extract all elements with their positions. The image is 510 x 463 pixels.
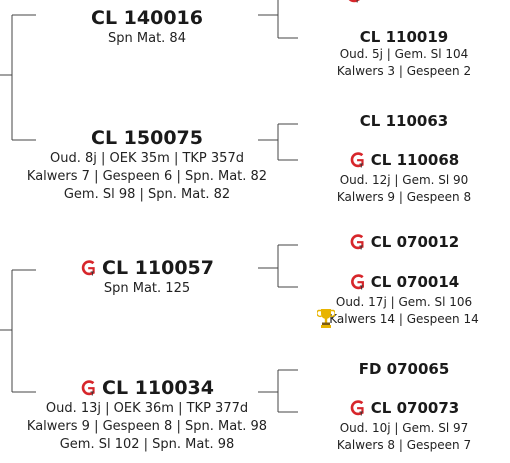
svg-text:T: T [91,392,95,396]
pedigree-node-l2-4[interactable]: T CL 070014 Oud. 17j | Gem. Sl 106 Kalwe… [329,273,479,328]
pedigree-node-l2-6[interactable]: T CL 070073 Oud. 10j | Gem. Sl 97 Kalwer… [337,399,471,454]
pedigree-node-l2-2[interactable]: T CL 110068 Oud. 12j | Gem. Sl 90 Kalwer… [337,151,471,206]
node-detail: Gem. Sl 98 | Spn. Mat. 82 [63,186,231,202]
node-detail: Oud. 12j | Gem. Sl 90 [339,173,469,187]
pedigree-node-l2-0[interactable]: CL 110019 Oud. 5j | Gem. Sl 104 Kalwers … [337,27,471,80]
node-id: CL 150075 [91,127,203,149]
node-detail: Oud. 8j | OEK 35m | TKP 357d [50,150,244,166]
node-detail: Oud. 5j | Gem. Sl 104 [339,47,469,61]
node-id: CL 110034 [102,377,214,399]
gt-logo-icon: T [350,400,364,416]
gt-logo-icon: T [350,274,364,290]
pedigree-node-l2-3[interactable]: T CL 070012 [349,233,459,254]
node-id: CL 070012 [370,233,460,251]
node-detail: Oud. 13j | OEK 36m | TKP 377d [45,401,249,417]
svg-text:T: T [359,164,363,168]
node-id: CL 070073 [370,399,460,417]
node-detail: Kalwers 9 | Gespeen 8 [336,190,472,204]
node-id: CL 090094 [367,0,455,4]
node-detail: Kalwers 7 | Gespeen 6 | Spn. Mat. 82 [26,168,268,184]
node-detail: Spn Mat. 84 [108,30,186,46]
pedigree-node-l1-2[interactable]: T CL 110057 Spn Mat. 125 [80,257,214,298]
svg-text:T: T [359,412,363,416]
node-detail: Oud. 10j | Gem. Sl 97 [339,421,469,435]
node-id: FD 070065 [358,360,450,378]
node-id: CL 110019 [359,28,449,46]
node-id: CL 110063 [359,112,449,130]
gt-logo-icon: T [348,0,360,3]
node-detail: Kalwers 14 | Gespeen 14 [329,312,479,326]
gt-logo-icon: T [350,234,364,250]
node-detail: Kalwers 8 | Gespeen 7 [336,438,472,452]
svg-text:T: T [355,0,359,3]
node-id: CL 110068 [370,151,460,169]
svg-text:T: T [91,272,95,276]
node-id: CL 140016 [91,7,203,29]
node-detail: Kalwers 3 | Gespeen 2 [336,64,472,78]
pedigree-node-l1-0[interactable]: CL 140016 Spn Mat. 84 [91,7,203,48]
pedigree-node-top-partial[interactable]: T CL 090094 [345,0,455,7]
gt-logo-icon: T [81,380,95,396]
svg-text:T: T [359,246,363,250]
svg-text:T: T [359,286,363,290]
pedigree-node-l1-3[interactable]: T CL 110034 Oud. 13j | OEK 36m | TKP 377… [27,377,267,454]
node-id: CL 070014 [370,273,460,291]
node-detail: Spn Mat. 125 [103,281,191,297]
node-id: CL 110057 [102,257,214,279]
pedigree-node-l1-1[interactable]: CL 150075 Oud. 8j | OEK 35m | TKP 357d K… [27,127,267,204]
node-detail: Oud. 17j | Gem. Sl 106 [335,295,473,309]
gt-logo-icon: T [81,260,95,276]
pedigree-node-l2-1[interactable]: CL 110063 [360,111,448,130]
pedigree-node-l2-5[interactable]: FD 070065 [359,359,450,378]
node-detail: Gem. Sl 102 | Spn. Mat. 98 [59,437,235,453]
trophy-icon [317,309,335,328]
node-detail: Kalwers 9 | Gespeen 8 | Spn. Mat. 98 [26,419,268,435]
gt-logo-icon: T [350,152,364,168]
